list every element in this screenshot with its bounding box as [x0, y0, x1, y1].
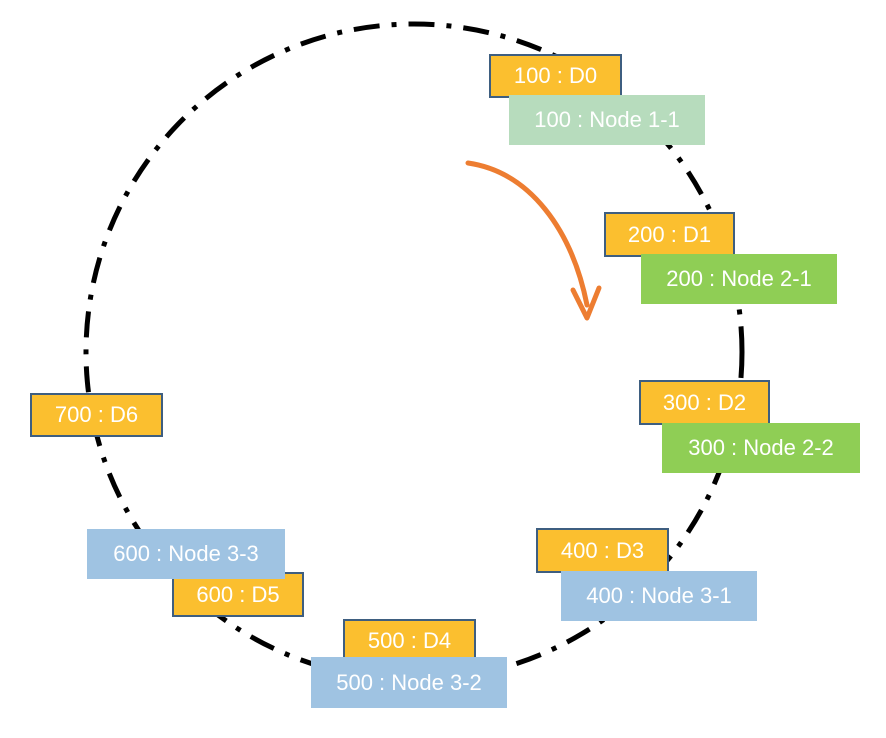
- data-d2: 300 : D2: [639, 380, 770, 425]
- node-1-1: 100 : Node 1-1: [509, 95, 705, 145]
- arrow-head-icon: [570, 285, 602, 321]
- node-3-3: 600 : Node 3-3: [87, 529, 285, 579]
- data-d1: 200 : D1: [604, 212, 735, 257]
- node-2-2: 300 : Node 2-2: [662, 423, 860, 473]
- data-d0: 100 : D0: [489, 54, 622, 98]
- node-3-1: 400 : Node 3-1: [561, 571, 757, 621]
- data-d4: 500 : D4: [343, 619, 476, 663]
- clockwise-arrow-icon: [465, 160, 590, 308]
- node-3-2: 500 : Node 3-2: [311, 657, 507, 708]
- node-2-1: 200 : Node 2-1: [641, 254, 837, 304]
- data-d6: 700 : D6: [30, 393, 163, 437]
- data-d3: 400 : D3: [536, 528, 669, 573]
